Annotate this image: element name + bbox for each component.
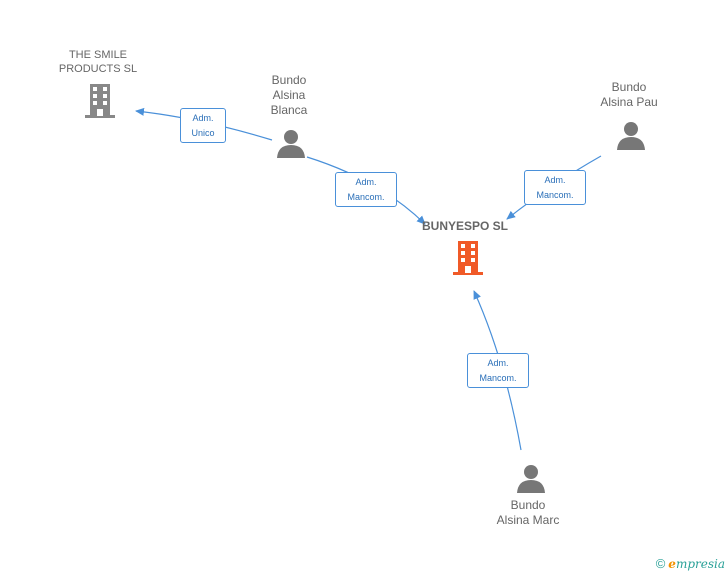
role-line1: Adm. (487, 358, 509, 368)
person-name-line3: Blanca (270, 103, 308, 117)
role-line2: Mancom. (347, 192, 385, 202)
person-icon[interactable] (276, 128, 306, 158)
person-name-line2: Alsina (272, 88, 306, 102)
person-label-blanca[interactable]: Bundo Alsina Blanca (271, 73, 308, 118)
copyright-symbol: © (655, 556, 666, 571)
role-line2: Mancom. (479, 373, 517, 383)
person-name-line1: Bundo (611, 80, 647, 94)
company-label-bunyespo[interactable]: BUNYESPO SL (421, 219, 509, 233)
company-label-smile[interactable]: THE SMILE PRODUCTS SL (59, 48, 137, 76)
role-line1: Adm. (355, 177, 377, 187)
role-badge-mancom[interactable]: Adm. Mancom. (335, 172, 397, 207)
company-name-line2: PRODUCTS SL (58, 63, 138, 75)
role-line1: Adm. (192, 113, 214, 123)
brand-logo: empresia (668, 557, 725, 571)
company-name-line1: THE SMILE (68, 49, 128, 61)
person-icon[interactable] (616, 120, 646, 150)
person-icon[interactable] (516, 463, 546, 493)
role-line2: Unico (191, 128, 215, 138)
building-icon[interactable] (84, 84, 116, 118)
brand-rest: mpresia (675, 556, 725, 571)
brand-initial: e (668, 556, 676, 571)
person-name-line1: Bundo (271, 73, 307, 87)
person-name-line1: Bundo (510, 498, 546, 512)
role-line2: Mancom. (536, 190, 574, 200)
brand-watermark: © empresia (656, 556, 725, 571)
role-badge-mancom[interactable]: Adm. Mancom. (524, 170, 586, 205)
person-name-line2: Alsina Marc (496, 513, 560, 527)
person-name-line2: Alsina Pau (600, 95, 658, 109)
building-icon[interactable] (452, 241, 484, 275)
person-label-pau[interactable]: Bundo Alsina Pau (600, 80, 657, 110)
role-badge-unico[interactable]: Adm. Unico (180, 108, 226, 143)
role-line1: Adm. (544, 175, 566, 185)
person-label-marc[interactable]: Bundo Alsina Marc (497, 498, 560, 528)
role-badge-mancom[interactable]: Adm. Mancom. (467, 353, 529, 388)
